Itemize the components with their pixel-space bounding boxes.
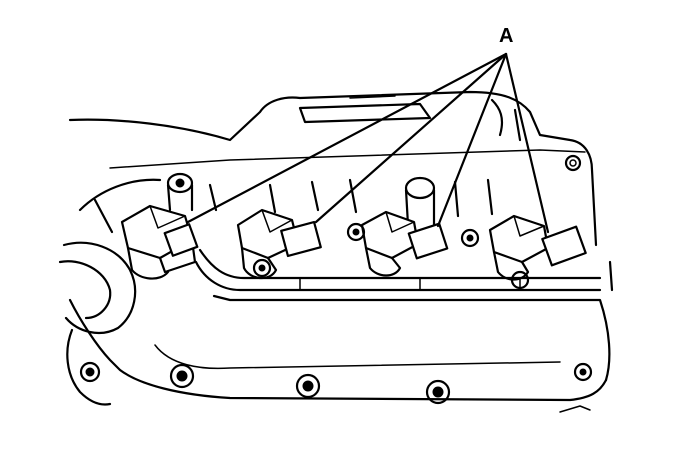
ignition-coil-2 xyxy=(236,208,322,280)
ignition-coil-1 xyxy=(120,204,199,280)
callout-leader-lines xyxy=(186,52,550,234)
lower-cover xyxy=(66,294,611,413)
upper-cover xyxy=(68,90,598,247)
harness-rail xyxy=(194,248,614,292)
callout-label-a: A xyxy=(499,25,514,47)
left-hose xyxy=(58,178,162,335)
cover-bolts xyxy=(79,361,593,405)
coil-towers xyxy=(166,172,494,227)
ignition-coil-3 xyxy=(346,210,449,277)
